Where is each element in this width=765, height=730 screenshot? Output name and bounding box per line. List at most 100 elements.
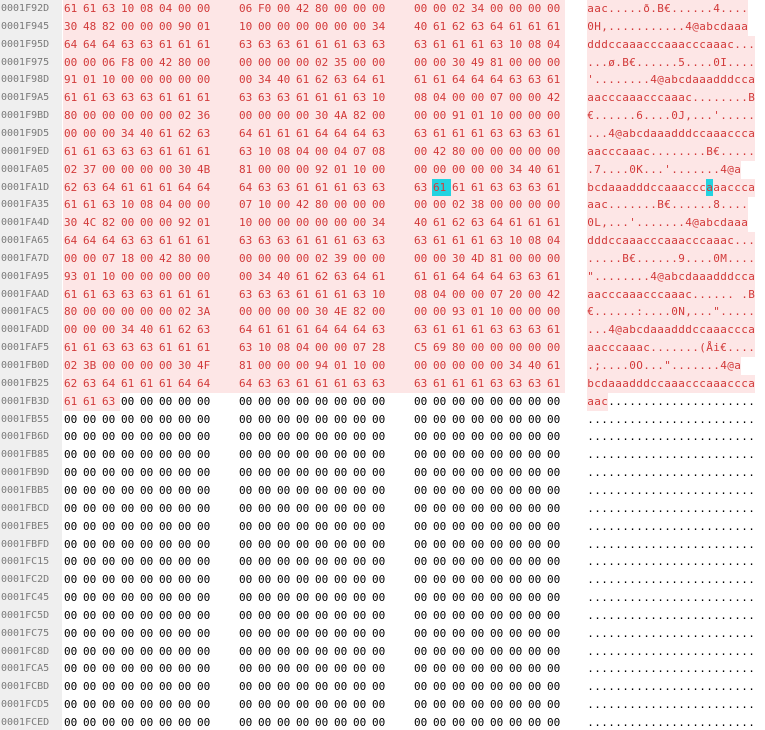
hex-byte[interactable]: 00 — [64, 662, 78, 676]
hex-byte[interactable]: 00 — [471, 555, 485, 569]
hex-byte[interactable]: 00 — [178, 716, 192, 729]
ascii-char[interactable]: . — [713, 716, 720, 729]
ascii-char[interactable]: . — [629, 608, 636, 622]
hex-byte[interactable]: 08 — [276, 339, 295, 358]
hex-byte[interactable]: 00 — [102, 555, 116, 569]
ascii-char[interactable]: . — [671, 519, 678, 533]
hex-byte[interactable]: 00 — [277, 448, 291, 462]
ascii-char[interactable]: . — [615, 483, 622, 497]
ascii-char[interactable]: . — [650, 142, 657, 161]
hex-byte[interactable]: 00 — [547, 716, 561, 729]
ascii-char[interactable]: 0 — [713, 249, 720, 268]
hex-byte[interactable]: 63 — [508, 124, 527, 143]
hex-byte[interactable]: 06 — [238, 0, 257, 18]
hex-byte[interactable]: 00 — [509, 519, 523, 533]
hex-byte[interactable]: 61 — [158, 374, 177, 393]
ascii-char[interactable]: . — [629, 680, 636, 694]
hex-byte[interactable]: 00 — [353, 716, 367, 729]
ascii-char[interactable]: . — [608, 214, 615, 233]
hex-byte[interactable]: 63 — [352, 285, 371, 304]
hex-byte[interactable]: 00 — [352, 214, 371, 233]
ascii-char[interactable]: . — [734, 501, 741, 515]
hex-byte[interactable]: 00 — [139, 160, 158, 179]
hex-byte[interactable]: 80 — [451, 142, 470, 161]
hex-byte[interactable]: 00 — [140, 662, 154, 676]
ascii-char[interactable]: . — [594, 53, 601, 72]
ascii-char[interactable]: . — [713, 537, 720, 551]
ascii-char[interactable]: a — [678, 178, 685, 197]
hex-byte[interactable]: 00 — [490, 662, 504, 676]
hex-byte[interactable]: 00 — [276, 53, 295, 72]
hex-byte[interactable]: 00 — [277, 555, 291, 569]
ascii-char[interactable]: . — [601, 321, 608, 340]
ascii-char[interactable]: . — [615, 608, 622, 622]
hex-byte[interactable]: 00 — [547, 555, 561, 569]
hex-byte[interactable]: F0 — [257, 0, 276, 18]
ascii-char[interactable]: . — [601, 71, 608, 90]
ascii-char[interactable]: c — [650, 178, 657, 197]
hex-byte[interactable]: 02 — [314, 249, 333, 268]
ascii-char[interactable]: a — [713, 178, 720, 197]
hex-byte[interactable]: 40 — [527, 357, 546, 375]
ascii-char[interactable]: . — [608, 501, 615, 515]
hex-byte[interactable]: 00 — [508, 303, 527, 322]
hex-byte[interactable]: 00 — [102, 519, 116, 533]
hex-byte[interactable]: 00 — [547, 537, 561, 551]
ascii-char[interactable]: . — [615, 267, 622, 286]
hex-byte[interactable]: 61 — [333, 35, 352, 54]
hex-byte[interactable]: 00 — [452, 680, 466, 694]
hex-byte[interactable]: 10 — [257, 196, 276, 215]
hex-byte[interactable]: 00 — [277, 483, 291, 497]
hex-byte[interactable]: 00 — [277, 537, 291, 551]
hex-byte[interactable]: 61 — [276, 124, 295, 143]
hex-byte[interactable]: 00 — [277, 680, 291, 694]
hex-byte[interactable]: 00 — [121, 555, 135, 569]
ascii-char[interactable]: 0 — [587, 214, 594, 233]
hex-byte[interactable]: 01 — [470, 303, 489, 322]
ascii-char[interactable]: a — [706, 267, 713, 286]
hex-byte[interactable]: 00 — [314, 339, 333, 358]
hex-byte[interactable]: 00 — [159, 608, 173, 622]
hex-byte[interactable]: 00 — [372, 519, 386, 533]
ascii-char[interactable]: b — [587, 178, 594, 197]
ascii-char[interactable]: c — [741, 267, 748, 286]
hex-byte[interactable]: 61 — [120, 178, 139, 197]
hex-byte[interactable]: 00 — [353, 394, 367, 408]
ascii-char[interactable]: . — [650, 644, 657, 658]
ascii-char[interactable]: . — [601, 573, 608, 587]
hex-byte[interactable]: 10 — [257, 142, 276, 161]
ascii-char[interactable]: . — [727, 626, 734, 640]
hex-byte[interactable]: 01 — [196, 214, 215, 233]
ascii-char[interactable]: . — [650, 53, 657, 72]
ascii-char[interactable]: . — [594, 537, 601, 551]
hex-byte[interactable]: 00 — [452, 698, 466, 712]
ascii-char[interactable]: . — [629, 196, 636, 215]
ascii-char[interactable]: . — [706, 89, 713, 108]
hex-byte[interactable]: 00 — [452, 662, 466, 676]
ascii-char[interactable]: c — [601, 392, 608, 411]
ascii-char[interactable]: . — [678, 448, 685, 462]
hex-byte[interactable]: 00 — [433, 430, 447, 444]
ascii-char[interactable]: . — [622, 716, 629, 729]
hex-byte[interactable]: 00 — [528, 394, 542, 408]
hex-byte[interactable]: 00 — [139, 17, 158, 36]
ascii-char[interactable]: c — [608, 89, 615, 108]
hex-byte[interactable]: 61 — [451, 178, 470, 197]
ascii-char[interactable]: a — [664, 178, 671, 197]
hex-byte[interactable]: 63 — [257, 35, 276, 54]
hex-byte[interactable]: 00 — [258, 537, 272, 551]
ascii-char[interactable]: . — [678, 466, 685, 480]
ascii-char[interactable]: . — [706, 430, 713, 444]
ascii-char[interactable]: a — [636, 89, 643, 108]
hex-byte[interactable]: 61 — [451, 124, 470, 143]
hex-byte[interactable]: 00 — [432, 107, 451, 126]
hex-byte[interactable]: 00 — [414, 662, 428, 676]
hex-byte[interactable]: 00 — [509, 501, 523, 515]
ascii-char[interactable]: . — [748, 430, 755, 444]
hex-byte[interactable]: 00 — [314, 142, 333, 161]
ascii-char[interactable]: . — [727, 483, 734, 497]
ascii-char[interactable]: a — [622, 124, 629, 143]
hex-byte[interactable]: 00 — [528, 716, 542, 729]
